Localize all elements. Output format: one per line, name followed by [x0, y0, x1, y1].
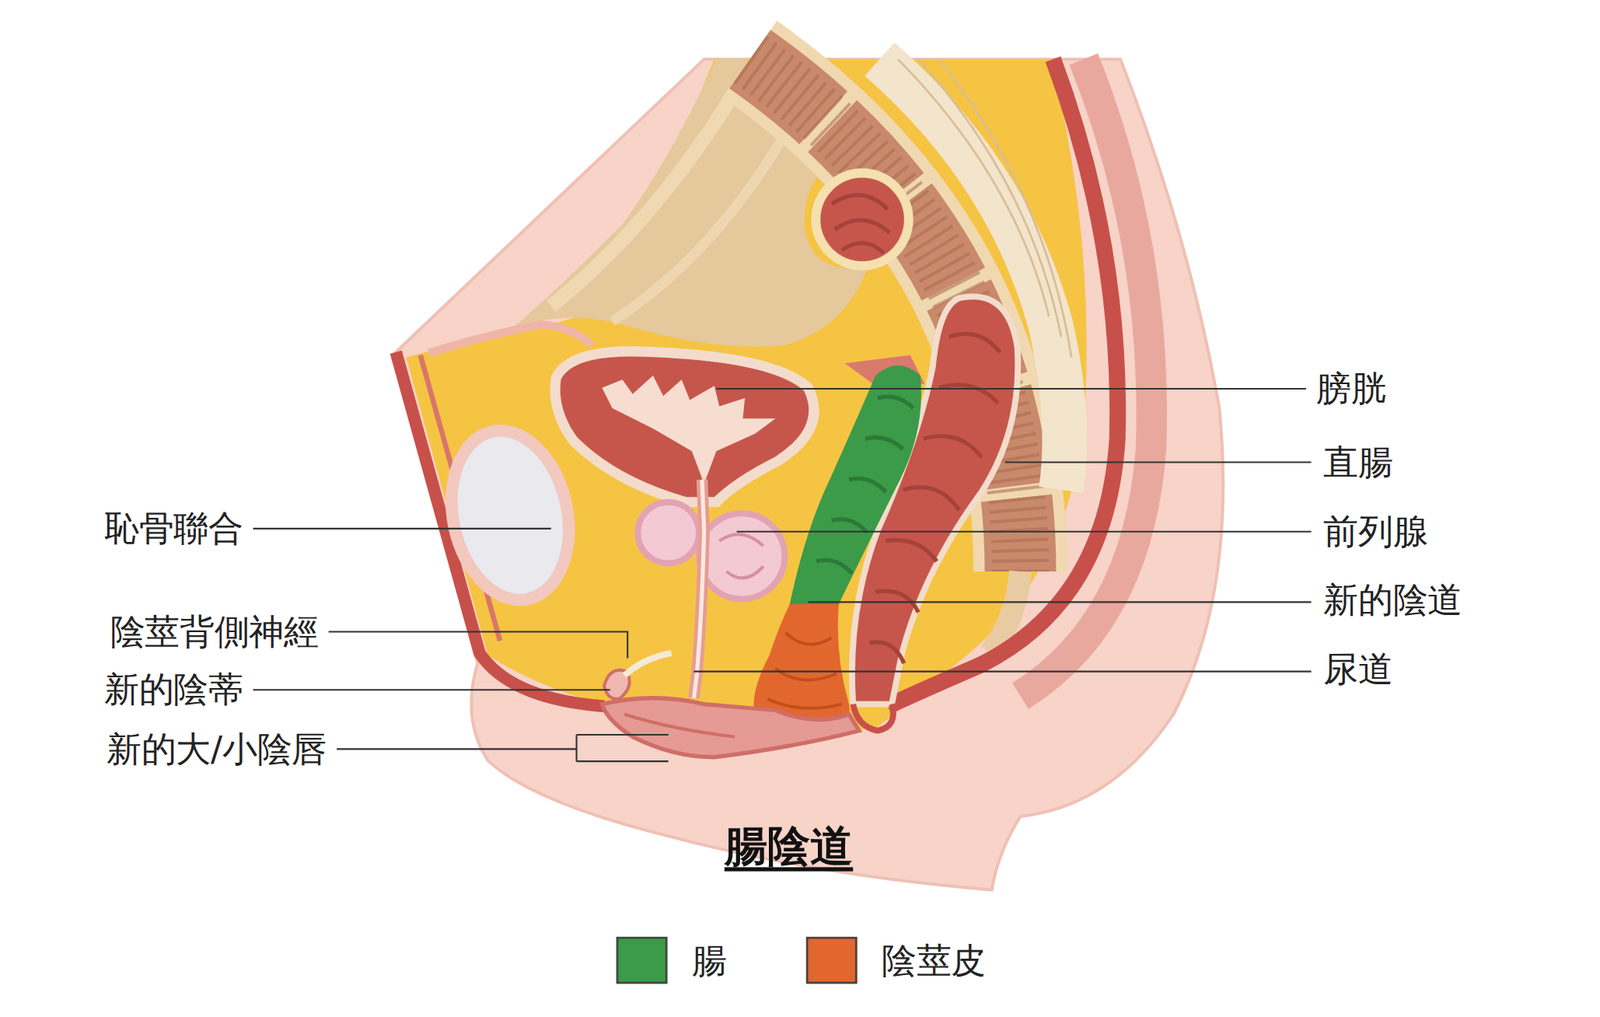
part-label: 新的大/小陰唇 — [106, 728, 327, 771]
leader-lines — [253, 388, 1312, 762]
cavity-streak — [551, 91, 735, 307]
labia — [601, 698, 860, 758]
leader-line — [253, 527, 552, 530]
part-label: 膀胱 — [1316, 367, 1386, 410]
colon-folds — [831, 195, 891, 254]
diagram-title: 腸陰道 — [724, 820, 853, 873]
colon — [820, 177, 905, 262]
peritoneum-line — [428, 324, 592, 353]
prostate-left — [637, 502, 699, 564]
pubic-symphysis — [443, 426, 577, 605]
colon-rim — [810, 168, 913, 271]
urethra — [694, 479, 705, 699]
part-label: 新的陰道 — [1323, 579, 1463, 622]
legend-swatch — [806, 936, 858, 984]
part-label: 尿道 — [1323, 648, 1393, 691]
labia-fold — [624, 714, 735, 738]
prostate-right — [698, 513, 785, 599]
legend-entry: 腸 — [616, 936, 727, 984]
bladder-lumen — [601, 375, 776, 484]
pubic-ring — [429, 412, 591, 619]
urethra-lumen — [694, 479, 705, 699]
part-label: 陰莖背側神經 — [110, 611, 319, 654]
leader-line — [737, 531, 1312, 533]
leader-line — [694, 670, 1312, 673]
leader-line — [808, 600, 1312, 603]
cavity-streak — [612, 132, 787, 322]
bladder — [555, 351, 814, 503]
fat-tissue — [405, 59, 1087, 739]
leader-line — [1005, 461, 1312, 464]
legend-entry: 陰莖皮 — [806, 936, 986, 984]
part-label: 恥骨聯合 — [104, 507, 244, 550]
body-skin — [395, 59, 1223, 890]
anatomy-illustration — [395, 59, 1223, 890]
part-label: 新的陰蒂 — [104, 668, 244, 711]
colon-neovagina — [789, 365, 922, 605]
legend-swatch — [616, 936, 668, 984]
dorsal-nerve — [624, 653, 671, 676]
leader-line — [716, 387, 1307, 390]
part-label: 直腸 — [1323, 441, 1393, 484]
legend-text: 腸 — [691, 939, 727, 982]
skin-folds — [767, 632, 842, 709]
colon-folds — [816, 396, 914, 573]
leader-line — [328, 631, 629, 658]
prostate-lobes — [719, 534, 763, 578]
legend-text: 陰莖皮 — [881, 939, 986, 982]
leader-line — [253, 688, 611, 691]
bracket — [336, 734, 669, 762]
part-label: 前列腺 — [1323, 510, 1428, 553]
